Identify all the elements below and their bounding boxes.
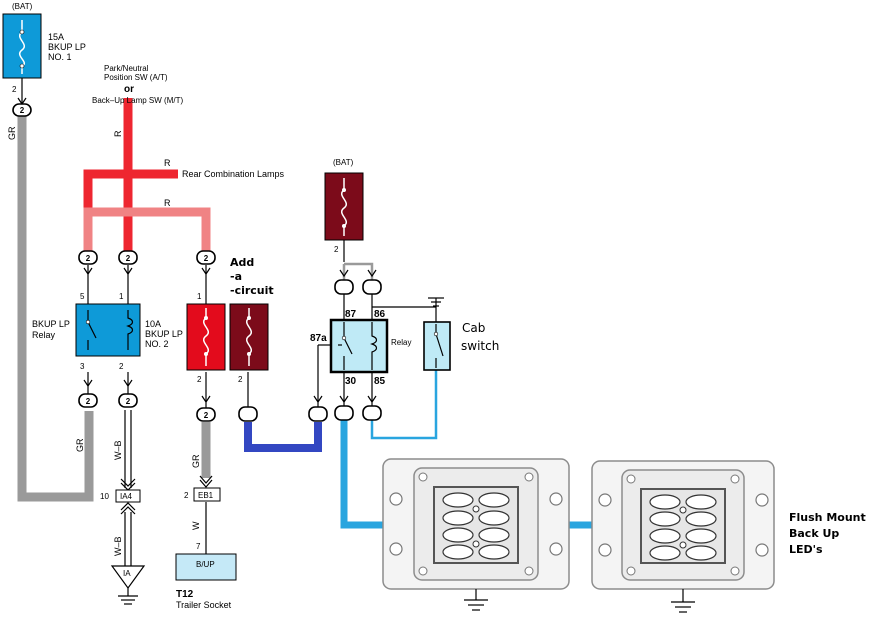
svg-text:2: 2 bbox=[126, 397, 131, 406]
connector-relay87 bbox=[334, 279, 354, 295]
flush-label-2: Back Up bbox=[789, 527, 839, 540]
relay-pin86: 86 bbox=[374, 309, 386, 320]
relay1-pin5: 5 bbox=[80, 292, 85, 301]
connector-fuse-dark-out bbox=[238, 406, 258, 422]
svg-text:2: 2 bbox=[204, 411, 209, 420]
relay-coil bbox=[370, 322, 378, 370]
connector-fuse1 bbox=[12, 103, 32, 117]
fuse2-rating: 10A bbox=[145, 319, 161, 329]
bat-top-label: (BAT) bbox=[12, 2, 33, 11]
bup-label: B/UP bbox=[196, 560, 215, 569]
or-label: or bbox=[124, 84, 134, 95]
flush-label-3: LED's bbox=[789, 543, 823, 556]
connector-eb1 bbox=[193, 487, 221, 502]
relay-pin85: 85 bbox=[374, 376, 386, 387]
wire-navy bbox=[244, 422, 322, 452]
eb1-pin: 2 bbox=[184, 491, 189, 500]
fuse1-pin: 2 bbox=[12, 85, 17, 94]
fuse2-name2: NO. 2 bbox=[145, 339, 169, 349]
fuse-dark-pin2: 2 bbox=[238, 375, 243, 384]
fuse1-name1: BKUP LP bbox=[48, 42, 86, 52]
park-sw-line1: Park/Neutral bbox=[104, 64, 149, 73]
fuse1-name2: NO. 1 bbox=[48, 52, 72, 62]
wire-label-wb-2: W–B bbox=[113, 536, 123, 556]
connector-relay-in-a bbox=[78, 250, 98, 265]
park-sw-line2: Position SW (A/T) bbox=[104, 73, 168, 82]
svg-text:2: 2 bbox=[204, 254, 209, 263]
trailer-socket bbox=[175, 553, 237, 581]
svg-text:2: 2 bbox=[20, 106, 25, 115]
wire-red-rear bbox=[83, 169, 178, 212]
relay1-coil bbox=[126, 310, 134, 350]
ia4-label: IA4 bbox=[120, 492, 133, 501]
bkup-lp-relay bbox=[75, 303, 141, 357]
connector-relay-out-a bbox=[78, 393, 98, 408]
led-light-2 bbox=[591, 460, 775, 590]
relay-pin87: 87 bbox=[345, 309, 357, 320]
wire-label-r-3: R bbox=[164, 198, 171, 208]
wire-label-wb-1: W–B bbox=[113, 440, 123, 460]
bat2-pin: 2 bbox=[334, 245, 339, 254]
relay-main bbox=[329, 318, 389, 374]
bup-pin: 7 bbox=[196, 542, 201, 551]
wire-label-gr-3: GR bbox=[191, 454, 201, 468]
cab-label-2: switch bbox=[461, 339, 499, 353]
connector-fuse-red-out bbox=[196, 407, 216, 422]
ground-ia bbox=[110, 565, 146, 590]
wire-blue-leds bbox=[340, 420, 383, 529]
relay1-name1: BKUP LP bbox=[32, 319, 70, 329]
cab-label-1: Cab bbox=[462, 321, 485, 335]
wire-label-gr-2: GR bbox=[75, 438, 85, 452]
add-label-1: Add bbox=[230, 256, 254, 269]
wire-label-w: W bbox=[191, 521, 201, 530]
connector-relay30-out bbox=[334, 405, 354, 421]
connector-relay-in-b bbox=[118, 250, 138, 265]
ia-label: IA bbox=[123, 569, 131, 578]
wire-gr-main bbox=[17, 112, 94, 502]
t12-label: T12 bbox=[176, 589, 194, 600]
relay1-pin2: 2 bbox=[119, 362, 124, 371]
relay1-name2: Relay bbox=[32, 330, 56, 340]
add-label-3: -circuit bbox=[230, 284, 274, 297]
cab-switch bbox=[423, 321, 451, 371]
svg-text:2: 2 bbox=[126, 254, 131, 263]
wire-pink bbox=[83, 207, 211, 251]
led-light-1 bbox=[382, 458, 570, 590]
connector-relay87a-out bbox=[308, 406, 328, 422]
wire-gray-relay bbox=[344, 262, 374, 280]
ia4-pin: 10 bbox=[100, 492, 109, 501]
relay-label: Relay bbox=[391, 338, 411, 347]
fuse-red-pin2: 2 bbox=[197, 375, 202, 384]
eb1-label: EB1 bbox=[198, 491, 214, 500]
svg-text:2: 2 bbox=[86, 397, 91, 406]
relay-pin30: 30 bbox=[345, 376, 357, 387]
connector-ia4 bbox=[115, 489, 141, 503]
add-label-2: -a bbox=[230, 270, 242, 283]
wire-label-r-1: R bbox=[113, 130, 123, 137]
relay-pin87a: 87a bbox=[310, 333, 327, 344]
fuse1-rating: 15A bbox=[48, 32, 64, 42]
connector-fuse-add-in bbox=[196, 250, 216, 265]
fuse2-name1: BKUP LP bbox=[145, 329, 183, 339]
connector-relay86 bbox=[362, 279, 382, 295]
wire-blue-cab bbox=[370, 370, 438, 440]
relay1-pin3: 3 bbox=[80, 362, 85, 371]
trailer-socket-label: Trailer Socket bbox=[176, 600, 232, 610]
fuse-red-pin1: 1 bbox=[197, 292, 202, 301]
rear-lamps-label: Rear Combination Lamps bbox=[182, 169, 285, 179]
wire-label-gr-1: GR bbox=[7, 126, 17, 140]
fuse1-symbol bbox=[19, 20, 25, 74]
bat2-label: (BAT) bbox=[333, 158, 354, 167]
flush-label-1: Flush Mount bbox=[789, 511, 866, 524]
relay1-pin1: 1 bbox=[119, 292, 124, 301]
connector-relay-out-b bbox=[118, 393, 138, 408]
wire-label-r-2: R bbox=[164, 158, 171, 168]
backup-sw-label: Back–Up Lamp SW (M/T) bbox=[92, 96, 183, 105]
connector-relay85-out bbox=[362, 405, 382, 421]
svg-text:2: 2 bbox=[86, 254, 91, 263]
